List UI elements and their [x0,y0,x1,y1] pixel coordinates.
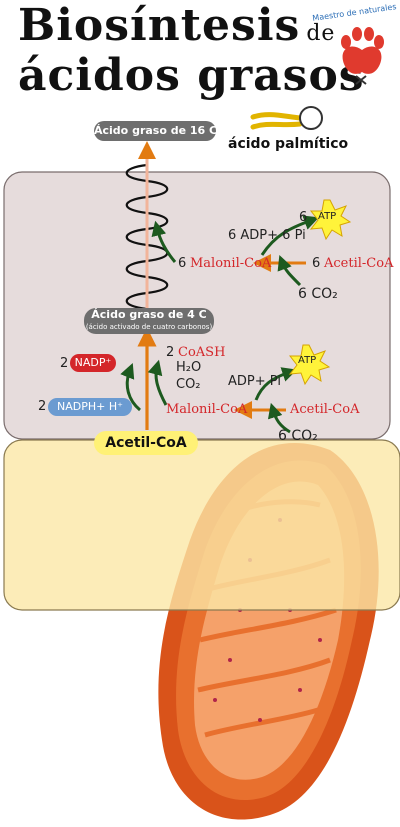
upper-acetil-label: Acetil-CoA [324,256,394,271]
fatty-acid-4c-label: Ácido graso de 4 C [91,308,207,321]
coash-label: CoASH [178,345,226,360]
nadph-to-nadp-arrow [120,363,142,412]
fatty-acid-4c-subtitle: (ácido activado de cuatro carbonos) [85,323,213,331]
title-connector: de [306,21,336,46]
upper-atp-label: ATP [318,211,337,222]
lower-co2-label: 6 CO₂ [278,428,318,444]
h2o-label: H₂O [176,360,202,375]
lower-malonil-label: Malonil-CoA [166,402,248,417]
fatty-acid-4c-pill: Ácido graso de 4 C (ácido activado de cu… [84,308,214,334]
coash-count: 2 [166,345,175,360]
palmitic-acid-label: ácido palmítico [228,136,349,152]
upper-malonil-into-chain-arrow [151,220,177,263]
lower-atp-label: ATP [298,355,317,366]
lower-malonil-into-chain-arrow [147,359,168,406]
lower-co2-arrow [267,402,291,434]
nadph-pill: NADPH+ H⁺ [48,398,132,416]
upper-atp-count: 6 [299,210,308,225]
acetil-coa-main-pill: Acetil-CoA [94,431,198,455]
upper-co2-arrow [277,254,302,287]
fatty-acid-spiral [125,163,169,311]
lower-atp-star-icon [288,344,331,386]
upper-malonil-label: Malonil-CoA [190,256,272,271]
upper-co2-label: 6 CO₂ [298,286,338,302]
upper-malonil-count: 6 [178,256,187,271]
lower-adp-label: ADP+ Pi [228,374,281,389]
upper-adp-label: 6 ADP+ 6 Pi [228,228,306,243]
title-line-2: ácidos grasos [18,50,365,101]
co2-product-label: CO₂ [176,377,201,392]
nadp-count: 2 [60,356,69,371]
nadp-pill: NADP⁺ [70,354,116,372]
fatty-acid-16c-pill: Ácido graso de 16 C [94,121,217,141]
lower-acetil-label: Acetil-CoA [290,402,360,417]
lower-atp-arrow [254,367,298,401]
title-word-biosintesis: Biosíntesis [18,0,301,51]
palmitic-acid-icon [250,106,323,130]
upper-acetil-count: 6 [312,256,321,271]
upper-atp-arrow [260,215,320,256]
matrix-band [3,439,400,611]
upper-atp-star-icon [309,199,352,241]
nadph-count: 2 [38,399,47,414]
